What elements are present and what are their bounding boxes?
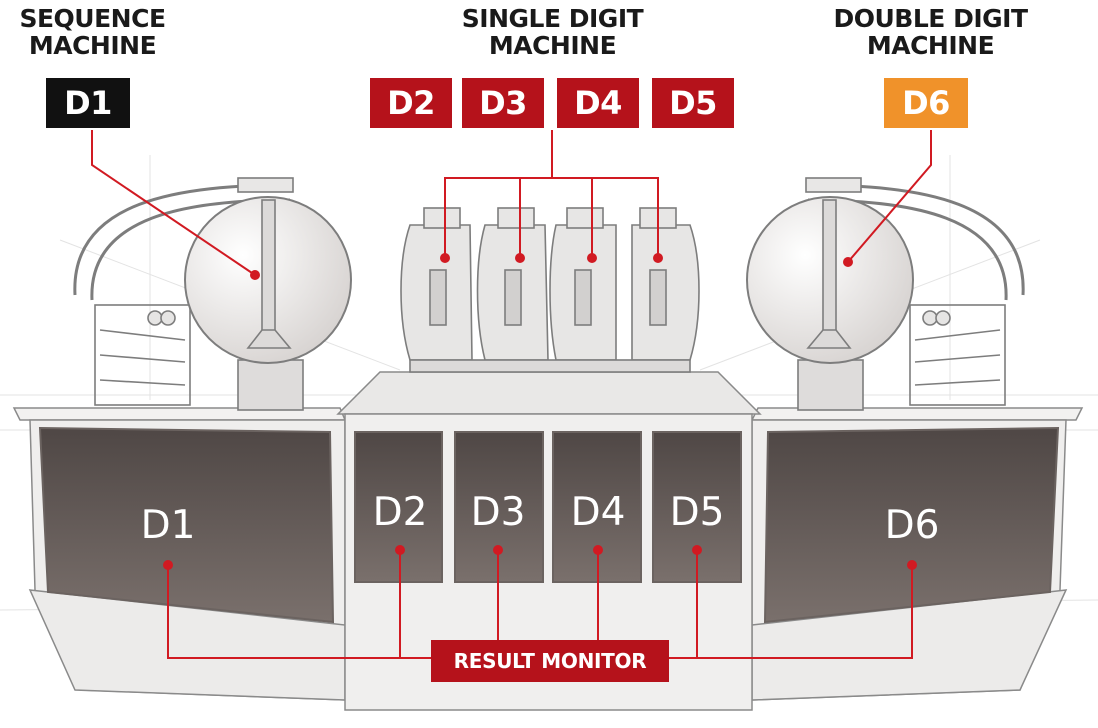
badge-d2: D2 — [370, 78, 452, 128]
header-line-1: SEQUENCE — [19, 4, 166, 33]
screen-d1 — [38, 426, 335, 624]
screen-label-d5: D5 — [669, 490, 725, 535]
header-line-2: MACHINE — [488, 31, 617, 60]
left-globe-machine — [73, 177, 304, 411]
header-line-2: MACHINE — [866, 31, 995, 60]
callout-lines — [91, 130, 932, 659]
badge-d3: D3 — [462, 78, 544, 128]
single-digit-machine-header: SINGLE DIGIT MACHINE — [430, 5, 675, 59]
badge-d4: D4 — [557, 78, 639, 128]
right-globe-machine — [797, 177, 1025, 411]
header-line-1: SINGLE DIGIT — [461, 4, 644, 33]
header-line-2: MACHINE — [28, 31, 157, 60]
result-monitor-label: RESULT MONITOR — [431, 640, 669, 682]
single-digit-capsules — [400, 207, 700, 373]
screen-label-d2: D2 — [372, 490, 428, 535]
badge-d5: D5 — [652, 78, 734, 128]
header-line-1: DOUBLE DIGIT — [833, 4, 1029, 33]
screen-label-d4: D4 — [570, 490, 626, 535]
screen-label-d6: D6 — [884, 503, 940, 548]
sequence-machine-header: SEQUENCE MACHINE — [0, 5, 185, 59]
screen-label-d3: D3 — [470, 490, 526, 535]
screen-d6 — [763, 426, 1060, 624]
badge-d1: D1 — [46, 78, 130, 128]
callout-dots — [163, 253, 917, 570]
badge-d6: D6 — [884, 78, 968, 128]
screen-label-d1: D1 — [140, 503, 196, 548]
double-digit-machine-header: DOUBLE DIGIT MACHINE — [808, 5, 1053, 59]
